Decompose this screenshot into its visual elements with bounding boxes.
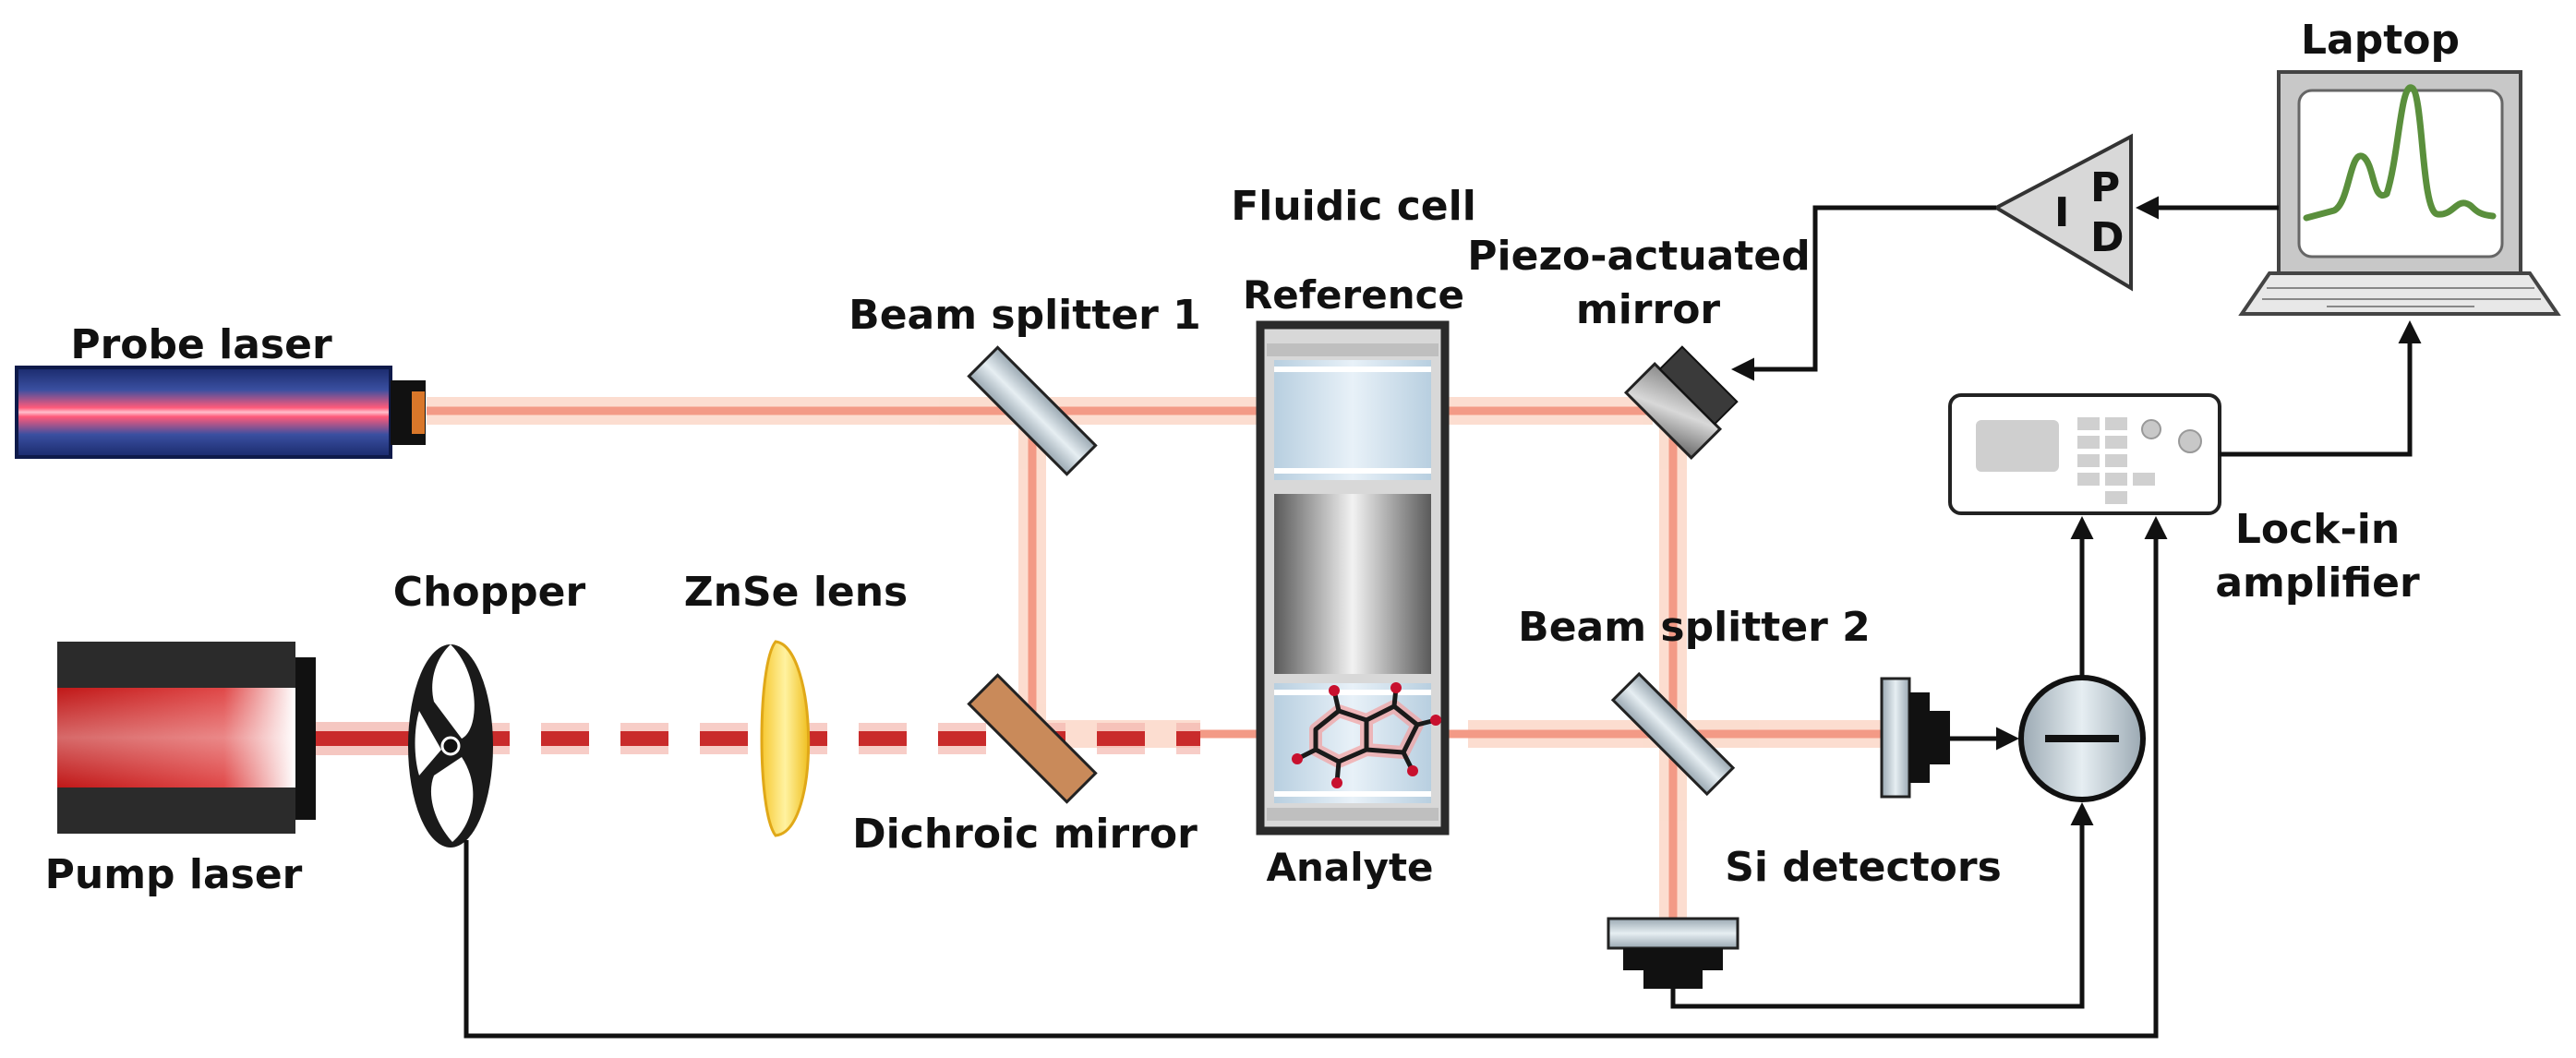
beam-splitter-2-label: Beam splitter 2 [1518, 604, 1871, 651]
laptop-icon [2238, 70, 2561, 316]
piezo-mirror-icon [1623, 345, 1739, 461]
signal-wires [463, 196, 2422, 1039]
chopper-label: Chopper [393, 569, 586, 616]
fluidic-cell-label: Fluidic cell [1231, 183, 1476, 230]
probe-laser [15, 366, 426, 459]
dichroic-mirror-label: Dichroic mirror [852, 811, 1198, 858]
si-detector-right [1880, 677, 1950, 799]
pump-laser [57, 642, 316, 834]
beam-splitter-2 [1610, 671, 1736, 797]
fluidic-cell [1256, 320, 1450, 836]
pump-laser-label: Pump laser [45, 851, 303, 898]
lockin-label-2: amplifier [2215, 559, 2420, 607]
dichroic-mirror [967, 673, 1098, 804]
pid-p-label: P [2090, 164, 2120, 211]
probe-laser-label: Probe laser [70, 321, 332, 368]
beam-splitter-1-label: Beam splitter 1 [849, 292, 1201, 339]
reference-label: Reference [1243, 272, 1464, 318]
si-detector-bottom [1607, 917, 1739, 989]
analyte-label: Analyte [1266, 845, 1433, 890]
piezo-mirror-label-2: mirror [1576, 286, 1721, 333]
labels: Laptop Fluidic cell Reference Piezo-actu… [45, 17, 2460, 898]
znse-lens-label: ZnSe lens [684, 569, 909, 616]
znse-lens [760, 640, 811, 837]
pid-i-label: I [2054, 189, 2069, 236]
beam-splitter-1 [967, 345, 1098, 476]
pid-controller-icon: P I D [1992, 133, 2133, 292]
si-detectors-label: Si detectors [1725, 844, 2002, 891]
laptop-label: Laptop [2301, 17, 2460, 64]
chopper-wheel-icon [408, 644, 493, 848]
lockin-amplifier-icon [1948, 393, 2221, 515]
molecule-icon [1292, 682, 1441, 788]
lockin-label-1: Lock-in [2235, 506, 2400, 553]
subtractor-icon [2018, 675, 2146, 802]
pid-d-label: D [2090, 214, 2125, 261]
piezo-mirror-label-1: Piezo-actuated [1467, 233, 1810, 280]
